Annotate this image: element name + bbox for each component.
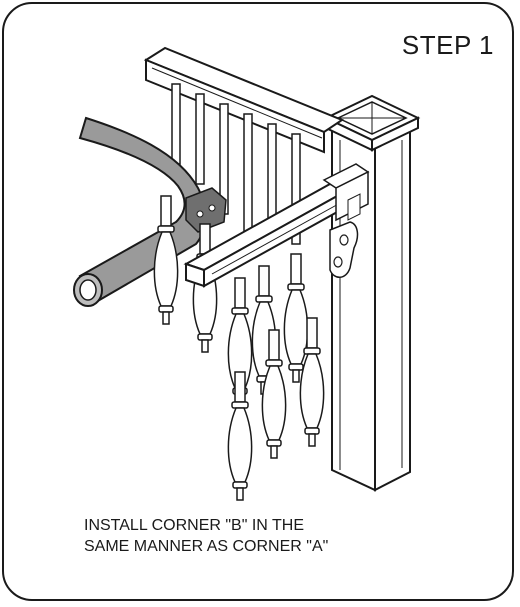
post — [323, 94, 421, 492]
step-title: STEP 1 — [401, 30, 494, 60]
rail-bracket — [185, 187, 227, 233]
instruction-line-1: INSTALL CORNER "B" IN THE — [84, 517, 304, 534]
instruction-line-2: SAME MANNER AS CORNER "A" — [84, 538, 329, 555]
lower-rail — [183, 163, 370, 288]
instruction-caption: INSTALL CORNER "B" IN THE SAME MANNER AS… — [84, 515, 484, 557]
upper-back-rail — [143, 46, 345, 154]
back-balusters — [171, 83, 301, 245]
